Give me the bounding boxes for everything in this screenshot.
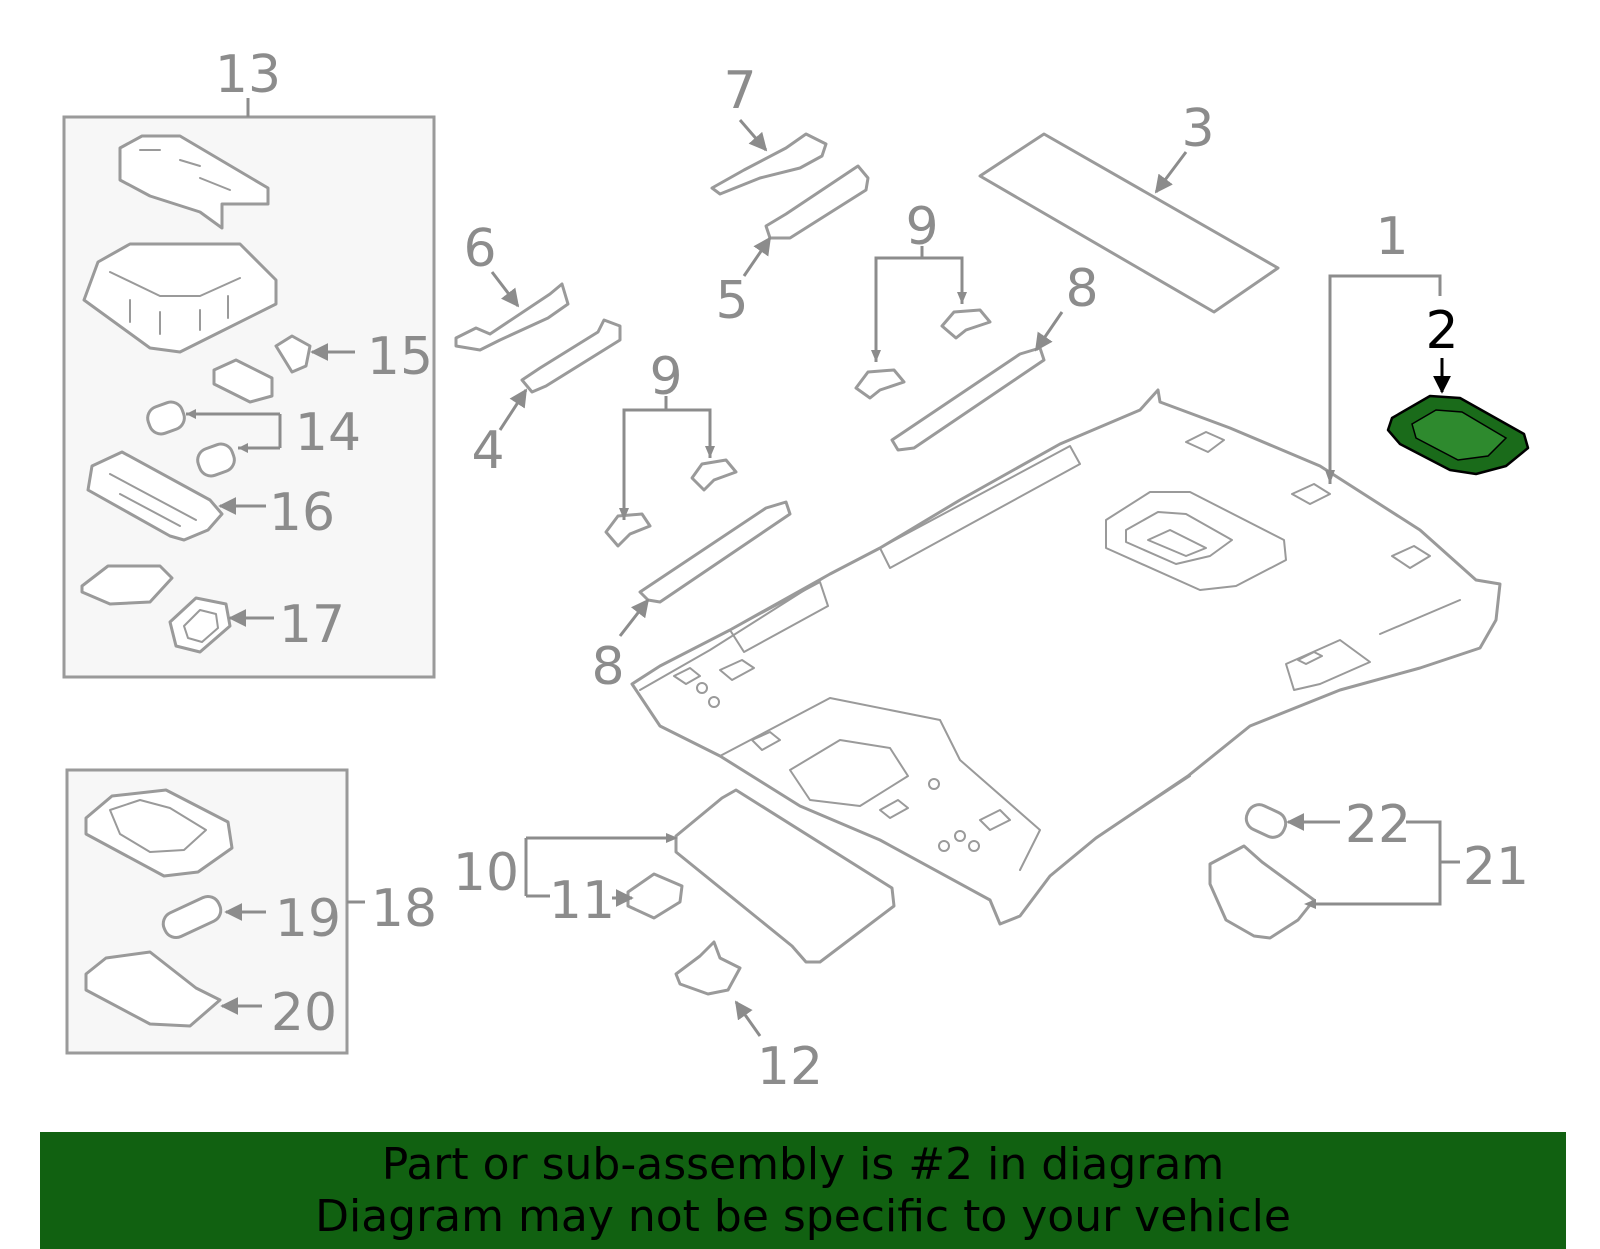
leader-8b: [1034, 311, 1064, 352]
overhead-console-top[interactable]: [118, 134, 270, 230]
callout-2: 2: [1425, 301, 1458, 361]
leader-8a: [618, 598, 650, 637]
overhead-console-housing[interactable]: [82, 242, 278, 354]
callout-3: 3: [1181, 99, 1214, 159]
part-6-bracket[interactable]: [454, 282, 570, 352]
part-9-clip-d[interactable]: [940, 308, 992, 340]
callout-14: 14: [295, 403, 361, 463]
leader-21: [1316, 820, 1460, 906]
part-9-clip-a[interactable]: [604, 512, 652, 548]
part-5-grab-handle[interactable]: [764, 164, 870, 240]
part-1-headliner[interactable]: [630, 388, 1502, 926]
leader-9a: [622, 396, 712, 520]
part-9-clip-b[interactable]: [690, 458, 738, 492]
banner-line-1: Part or sub-assembly is #2 in diagram: [381, 1138, 1225, 1190]
part-12-visor-mount[interactable]: [674, 940, 742, 996]
callout-1: 1: [1375, 207, 1408, 267]
callout-18: 18: [371, 879, 437, 939]
callout-13: 13: [215, 45, 281, 105]
part-8-strip-left[interactable]: [638, 500, 792, 604]
callout-8b: 8: [1065, 259, 1098, 319]
part-15-clip[interactable]: [274, 334, 312, 374]
part-10-sun-visor[interactable]: [674, 788, 896, 964]
part-4-grab-handle[interactable]: [520, 318, 622, 394]
callout-16: 16: [269, 483, 335, 543]
callout-6: 6: [463, 219, 496, 279]
part-16-lens[interactable]: [86, 450, 224, 542]
part-7-bracket[interactable]: [710, 132, 828, 196]
callout-8a: 8: [591, 637, 624, 697]
part-2-highlighted[interactable]: [1386, 394, 1530, 476]
leader-1: [1328, 274, 1442, 484]
callout-15: 15: [367, 327, 433, 387]
arrow-14: [186, 409, 248, 453]
part-3-panel[interactable]: [978, 132, 1280, 314]
callout-11: 11: [549, 871, 615, 931]
callout-7: 7: [723, 61, 756, 121]
callout-4: 4: [471, 421, 504, 481]
console-switch-panel[interactable]: [80, 564, 174, 606]
part-8-strip-right[interactable]: [890, 346, 1046, 452]
callout-20: 20: [271, 983, 337, 1043]
leader-4: [498, 388, 528, 431]
leader-5: [742, 236, 772, 277]
info-banner: Part or sub-assembly is #2 in diagram Di…: [40, 1132, 1566, 1249]
callout-22: 22: [1345, 795, 1411, 855]
callout-10: 10: [453, 843, 519, 903]
callout-9a: 9: [649, 347, 682, 407]
part-20-lens[interactable]: [84, 950, 222, 1028]
leader-7: [738, 119, 768, 152]
part-11-visor-clip[interactable]: [626, 872, 684, 920]
leader-9b: [874, 246, 964, 362]
callout-19: 19: [275, 889, 341, 949]
console-bracket[interactable]: [212, 358, 274, 404]
part-14-bulbs[interactable]: [144, 399, 237, 480]
callout-17: 17: [279, 595, 345, 655]
callout-9b: 9: [905, 197, 938, 257]
callout-12: 12: [757, 1037, 823, 1097]
banner-line-2: Diagram may not be specific to your vehi…: [315, 1190, 1291, 1242]
callout-21: 21: [1463, 837, 1529, 897]
callout-5: 5: [715, 271, 748, 331]
map-lamp-assembly[interactable]: [84, 788, 234, 878]
part-21-lamp[interactable]: [1208, 844, 1316, 940]
part-19-bulb[interactable]: [159, 893, 224, 942]
leader-12: [734, 1000, 762, 1037]
leader-10: [524, 836, 666, 898]
part-22-bulb[interactable]: [1242, 801, 1289, 841]
leader-3: [1154, 151, 1188, 194]
leader-6: [490, 271, 520, 308]
part-9-clip-c[interactable]: [854, 368, 906, 400]
